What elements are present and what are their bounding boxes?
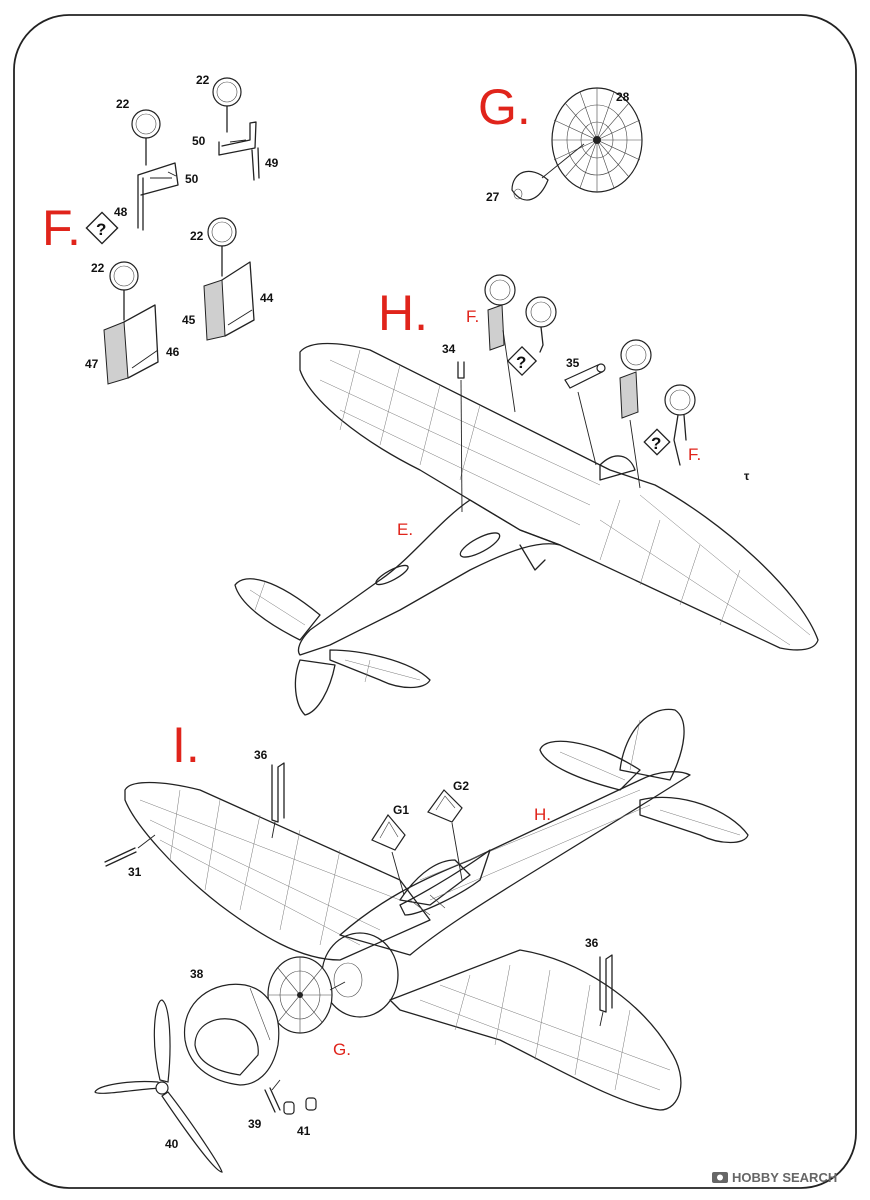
part-47-label: 47 <box>85 357 99 371</box>
part-46-label: 46 <box>166 345 180 359</box>
i-propeller-40 <box>94 999 223 1173</box>
part-36-label-left: 36 <box>254 748 268 762</box>
h-gear-right-2 <box>664 384 696 466</box>
ref-g: G. <box>333 1040 351 1059</box>
i-part-39 <box>264 1079 281 1113</box>
part-49-label: 49 <box>265 156 279 170</box>
part-40-label: 40 <box>165 1137 179 1151</box>
stray-mark: τ <box>744 469 750 483</box>
i-part-36-left <box>271 762 285 839</box>
gear-leg-b <box>212 77 260 181</box>
g1-label: G1 <box>393 803 409 817</box>
part-50-label-b: 50 <box>192 134 206 148</box>
step-label-i: I. <box>172 717 200 773</box>
h-gear-left-2 <box>525 296 557 353</box>
svg-text:?: ? <box>96 220 106 239</box>
gear-leg-a <box>131 109 179 231</box>
h-part-34 <box>457 361 465 513</box>
part-44-label: 44 <box>260 291 274 305</box>
h-gear-left-1 <box>484 274 516 413</box>
i-part-31 <box>104 834 156 867</box>
part-22-label-b: 22 <box>196 73 210 87</box>
ref-f-right: F. <box>688 445 701 464</box>
part-38-label: 38 <box>190 967 204 981</box>
part-28-label: 28 <box>616 90 630 104</box>
i-canopy-g1 <box>371 813 406 896</box>
g2-label: G2 <box>453 779 469 793</box>
part-34-label: 34 <box>442 342 456 356</box>
i-cowling-38 <box>183 983 280 1086</box>
spinner-cap <box>511 170 549 201</box>
part-48-label: 48 <box>114 205 128 219</box>
step-i-group: I. H. G. <box>94 708 749 1173</box>
caution-diamond-icon: ? <box>85 211 119 245</box>
watermark-text: HOBBY SEARCH <box>732 1170 837 1185</box>
step-f-group: F. ? 48 22 50 22 50 49 <box>42 73 279 385</box>
i-part-41 <box>283 1097 317 1115</box>
gear-leg-d <box>203 217 255 341</box>
ref-e: E. <box>397 520 413 539</box>
i-canopy-g2 <box>427 789 463 881</box>
gear-leg-c <box>103 261 159 385</box>
part-50-label-a: 50 <box>185 172 199 186</box>
ref-h: H. <box>534 805 551 824</box>
step-label-g: G. <box>478 79 531 135</box>
aircraft-underside <box>234 342 819 716</box>
aircraft-topside <box>124 708 749 1111</box>
part-22-label-c: 22 <box>91 261 105 275</box>
watermark: HOBBY SEARCH <box>712 1170 837 1185</box>
camera-icon <box>712 1172 728 1183</box>
part-41-label: 41 <box>297 1124 311 1138</box>
h-part-35 <box>564 363 606 466</box>
h-caution-diamond-icon: ? <box>506 345 538 377</box>
h-gear-right-1 <box>619 339 652 489</box>
i-part-36-right <box>599 954 613 1027</box>
step-label-f: F. <box>42 200 81 256</box>
h-caution-diamond-icon-2: ? <box>643 428 671 456</box>
ref-f-left: F. <box>466 307 479 326</box>
i-radial-engine <box>267 956 346 1034</box>
radial-engine <box>551 87 643 193</box>
step-g-group: G. 28 27 <box>478 79 643 204</box>
svg-text:?: ? <box>651 434 661 453</box>
part-45-label: 45 <box>182 313 196 327</box>
part-27-label: 27 <box>486 190 500 204</box>
part-36-label-right: 36 <box>585 936 599 950</box>
svg-text:?: ? <box>516 353 526 372</box>
part-35-label: 35 <box>566 356 580 370</box>
page-border <box>13 14 857 1189</box>
part-22-label-a: 22 <box>116 97 130 111</box>
part-22-label-d: 22 <box>190 229 204 243</box>
part-39-label: 39 <box>248 1117 262 1131</box>
step-h-group: H. F. F. E. τ <box>234 274 819 716</box>
step-label-h: H. <box>378 285 428 341</box>
part-31-label: 31 <box>128 865 142 879</box>
